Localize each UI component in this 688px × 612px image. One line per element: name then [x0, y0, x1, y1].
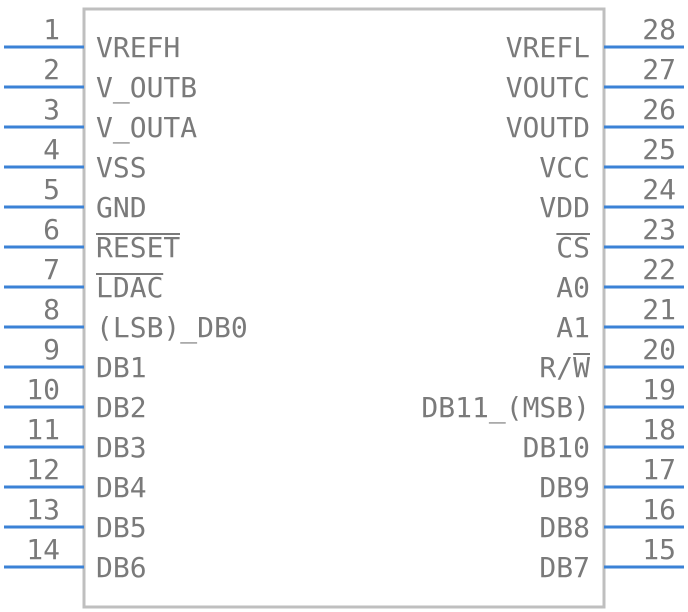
pin-name: DB9: [539, 471, 590, 504]
pin-number: 19: [642, 373, 676, 406]
pin-number: 23: [642, 213, 676, 246]
pin-name: DB4: [96, 471, 147, 504]
pin-number: 6: [43, 213, 60, 246]
pin-number: 26: [642, 93, 676, 126]
pin-number: 8: [43, 293, 60, 326]
pin-name: (LSB)_DB0: [96, 311, 248, 345]
pin-number: 4: [43, 133, 60, 166]
pin-name: VDD: [539, 191, 590, 224]
pin-number: 24: [642, 173, 676, 206]
pin-name: R/W: [539, 351, 590, 384]
pin-number: 12: [26, 453, 60, 486]
pin-name: DB11_(MSB): [421, 391, 590, 425]
pin-name: CS: [556, 231, 590, 264]
pin-number: 7: [43, 253, 60, 286]
pin-number: 17: [642, 453, 676, 486]
pin-name: DB10: [523, 431, 590, 464]
pin-name: DB7: [539, 551, 590, 584]
pin-name: VREFH: [96, 31, 180, 64]
pin-name: VOUTC: [506, 71, 590, 104]
pin-number: 13: [26, 493, 60, 526]
pin-number: 28: [642, 13, 676, 46]
pin-number: 14: [26, 533, 60, 566]
pin-number: 10: [26, 373, 60, 406]
pin-name: VSS: [96, 151, 147, 184]
pin-name: VCC: [539, 151, 590, 184]
pin-number: 20: [642, 333, 676, 366]
pin-name: V_OUTB: [96, 71, 197, 105]
pin-name: DB1: [96, 351, 147, 384]
pin-name: LDAC: [96, 271, 163, 304]
pin-name: A0: [556, 271, 590, 304]
pin-number: 27: [642, 53, 676, 86]
pin-name: VREFL: [506, 31, 590, 64]
pin-name: RESET: [96, 231, 180, 264]
pin-name: DB2: [96, 391, 147, 424]
pin-number: 15: [642, 533, 676, 566]
pin-number: 9: [43, 333, 60, 366]
pin-name: A1: [556, 311, 590, 344]
pin-number: 5: [43, 173, 60, 206]
pin-name: V_OUTA: [96, 111, 197, 145]
pin-name: DB5: [96, 511, 147, 544]
pin-number: 2: [43, 53, 60, 86]
pin-number: 11: [26, 413, 60, 446]
pin-name: DB8: [539, 511, 590, 544]
ic-body: [82, 7, 606, 609]
pin-number: 1: [43, 13, 60, 46]
pin-name: DB6: [96, 551, 147, 584]
pin-name: VOUTD: [506, 111, 590, 144]
pin-name: GND: [96, 191, 147, 224]
pin-number: 18: [642, 413, 676, 446]
pin-number: 21: [642, 293, 676, 326]
pin-name: DB3: [96, 431, 147, 464]
pin-number: 25: [642, 133, 676, 166]
pin-number: 16: [642, 493, 676, 526]
pin-number: 3: [43, 93, 60, 126]
pin-number: 22: [642, 253, 676, 286]
